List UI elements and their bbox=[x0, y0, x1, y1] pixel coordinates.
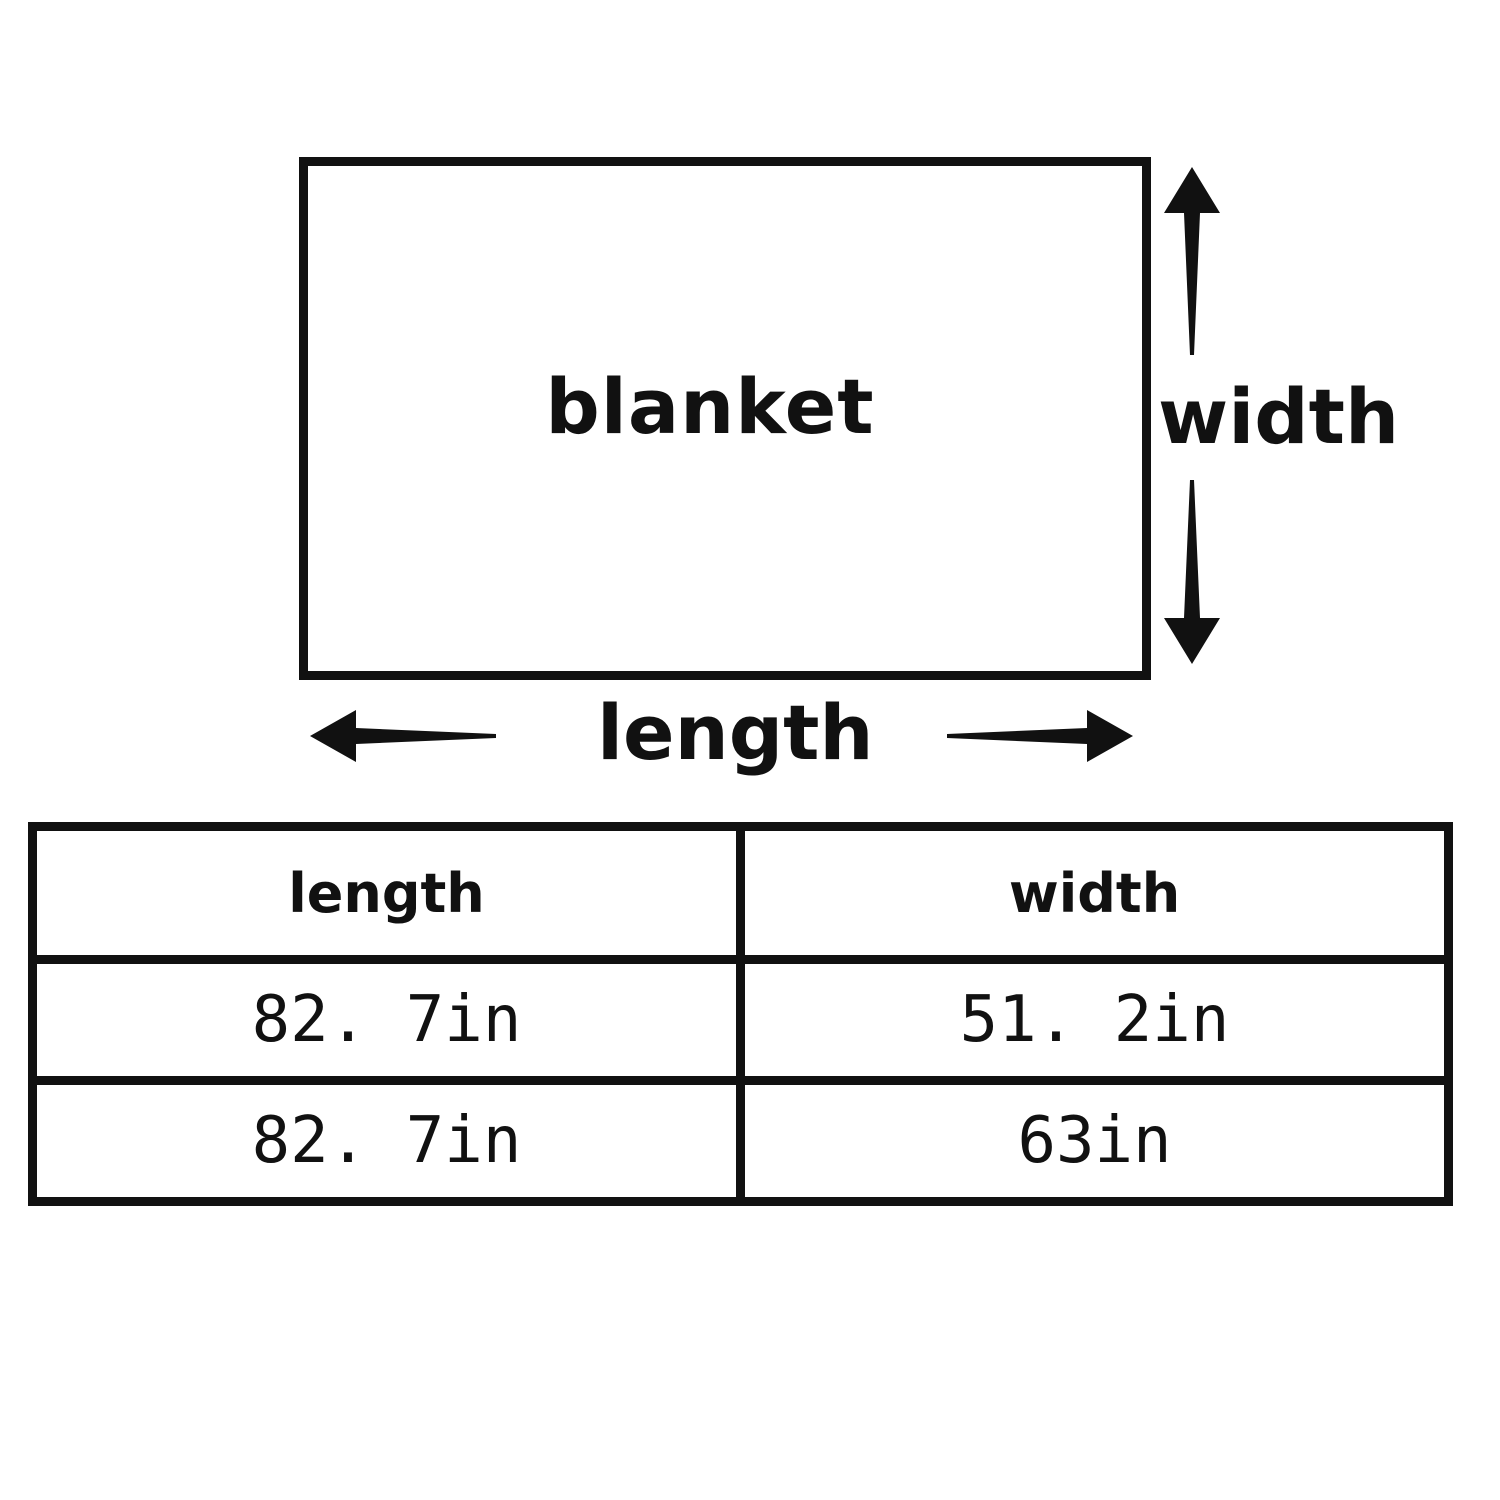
arrow-up-icon bbox=[1164, 167, 1220, 355]
header-length: length bbox=[28, 822, 745, 964]
arrow-right-icon bbox=[947, 710, 1133, 762]
cell-length: 82. 7in bbox=[28, 1076, 745, 1206]
cell-length: 82. 7in bbox=[28, 955, 745, 1085]
blanket-rectangle: blanket bbox=[299, 157, 1151, 680]
width-label: width bbox=[1158, 372, 1400, 461]
table-header-row: length width bbox=[28, 822, 1453, 964]
header-width: width bbox=[736, 822, 1453, 964]
blanket-label: blanket bbox=[545, 361, 875, 451]
length-label: length bbox=[597, 688, 874, 777]
arrow-left-icon bbox=[310, 710, 496, 762]
table-row: 82. 7in 51. 2in bbox=[28, 955, 1453, 1085]
cell-width: 51. 2in bbox=[736, 955, 1453, 1085]
cell-width: 63in bbox=[736, 1076, 1453, 1206]
table-row: 82. 7in 63in bbox=[28, 1076, 1453, 1206]
arrow-down-icon bbox=[1164, 480, 1220, 664]
size-table: length width 82. 7in 51. 2in 82. 7in 63i… bbox=[28, 822, 1453, 1206]
